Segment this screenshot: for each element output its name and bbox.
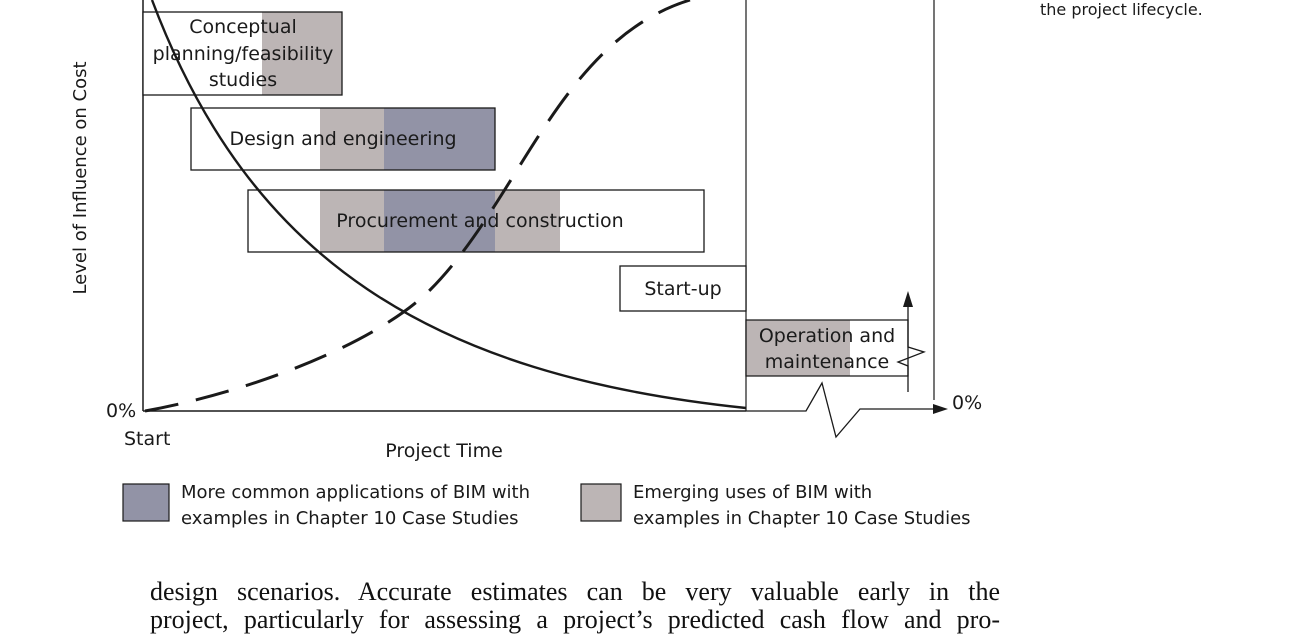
phase-procurement: Procurement and construction	[247, 189, 705, 253]
phase-design: Design and engineering	[190, 107, 496, 171]
body-paragraph: design scenarios. Accurate estimates can…	[150, 578, 1000, 634]
phase-design-label: Design and engineering	[229, 128, 456, 150]
legend-common-swatch	[122, 483, 170, 522]
legend-common-line-1: More common applications of BIM with	[181, 482, 530, 503]
y-axis-label: Level of Influence on Cost	[70, 61, 91, 294]
body-line-2: project, particularly for assessing a pr…	[150, 606, 1000, 634]
start-label: Start	[124, 428, 170, 450]
phase-operation: Operation and maintenance	[745, 319, 926, 377]
phase-conceptual-line-2: planning/feasibility	[153, 43, 334, 65]
phase-startup-label: Start-up	[644, 278, 721, 300]
legend-emerging-swatch	[580, 483, 622, 522]
right-arrow-icon	[933, 404, 948, 414]
phase-conceptual: Conceptual planning/feasibility studies	[142, 11, 343, 96]
phase-conceptual-line-1: Conceptual	[189, 16, 297, 38]
project-lifecycle-diagram: Conceptual planning/feasibility studies …	[70, 0, 982, 529]
phase-conceptual-line-3: studies	[209, 69, 277, 91]
legend-emerging-line-1: Emerging uses of BIM with	[633, 482, 872, 503]
phase-startup: Start-up	[619, 265, 747, 312]
x-axis-label: Project Time	[385, 440, 503, 462]
phase-operation-line-1: Operation and	[759, 325, 895, 347]
influence-on-cost-curve	[150, 0, 747, 410]
legend-emerging-line-2: examples in Chapter 10 Case Studies	[633, 508, 971, 529]
time-axis-break-line	[746, 381, 934, 439]
cost-of-changes-curve	[144, 0, 691, 413]
phase-procurement-label: Procurement and construction	[336, 210, 623, 232]
legend: More common applications of BIM with exa…	[122, 482, 971, 529]
right-axis-label: 0%	[952, 392, 982, 414]
origin-label: 0%	[106, 400, 136, 422]
legend-common-line-2: examples in Chapter 10 Case Studies	[181, 508, 519, 529]
body-line-1: design scenarios. Accurate estimates can…	[150, 578, 1000, 606]
up-arrow-icon	[903, 291, 913, 307]
caption-fragment: the project lifecycle.	[1040, 0, 1203, 19]
phase-operation-line-2: maintenance	[765, 351, 889, 373]
